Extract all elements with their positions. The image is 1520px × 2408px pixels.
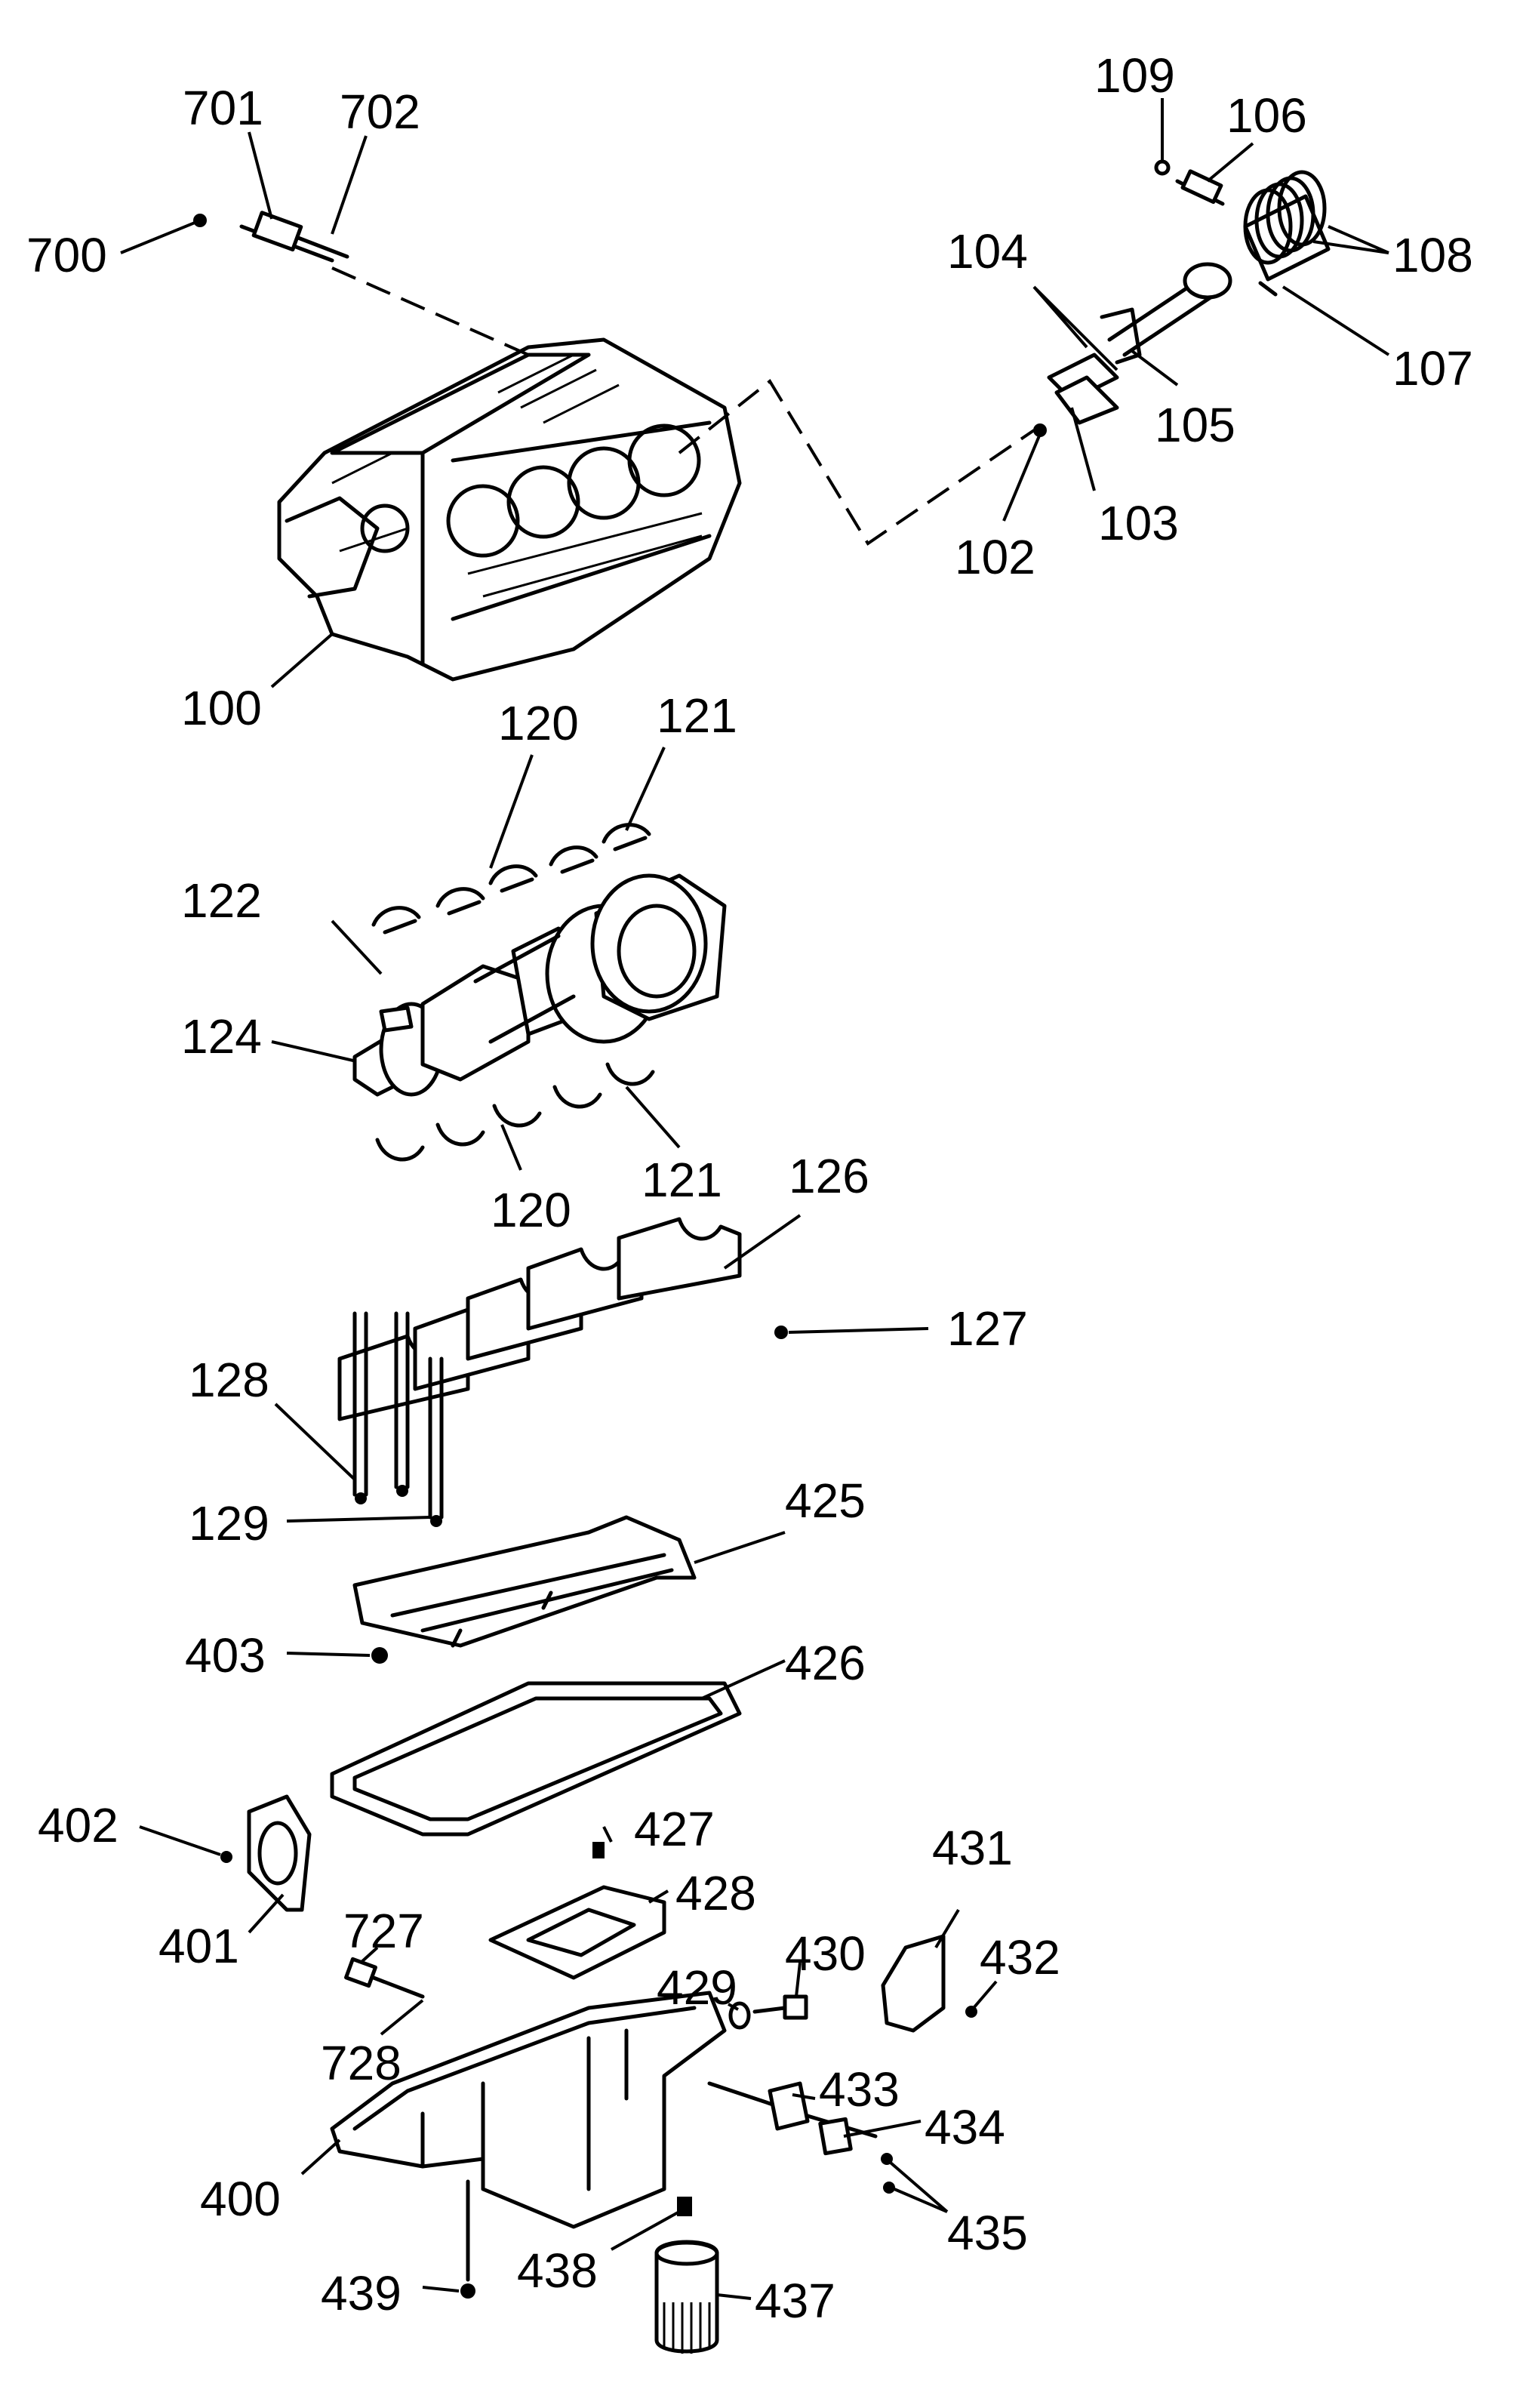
oil-pan-plug (728, 1994, 808, 2030)
label-701: 701 (183, 81, 263, 135)
bearing-cap-bolts (352, 1311, 444, 1527)
label-108: 108 (1392, 228, 1473, 282)
label-439: 439 (321, 2266, 402, 2320)
label-428: 428 (675, 1866, 756, 1920)
label-120-upper: 120 (498, 696, 579, 750)
engine-block (277, 337, 742, 682)
label-728: 728 (321, 2036, 402, 2090)
label-437: 437 (755, 2274, 835, 2328)
label-124: 124 (181, 1009, 262, 1064)
oil-pan-gasket (330, 1681, 742, 1837)
crankshaft (352, 873, 727, 1097)
label-128: 128 (189, 1353, 269, 1407)
drain-plug (460, 2179, 475, 2299)
label-103: 103 (1098, 496, 1179, 550)
label-109: 109 (1094, 48, 1175, 103)
label-102: 102 (955, 530, 1035, 584)
oil-level-indicator-tube (193, 211, 349, 263)
label-100: 100 (181, 681, 262, 735)
label-121-upper: 121 (657, 688, 737, 743)
label-129: 129 (189, 1496, 269, 1550)
main-bearings-upper (371, 823, 651, 935)
label-426: 426 (785, 1636, 866, 1690)
label-433: 433 (819, 2062, 900, 2117)
label-435: 435 (947, 2206, 1028, 2260)
label-122: 122 (181, 873, 262, 928)
label-105: 105 (1155, 398, 1235, 452)
label-425: 425 (785, 1473, 866, 1528)
oil-level-sensor (344, 1957, 425, 1999)
oil-filter (654, 2197, 719, 2354)
label-401: 401 (158, 1919, 239, 1973)
label-430: 430 (785, 1926, 866, 1981)
bearing-caps (337, 1217, 788, 1421)
label-107: 107 (1392, 341, 1473, 396)
dashed-line-oil-tube (331, 266, 529, 356)
label-121-lower: 121 (642, 1153, 722, 1207)
oil-pan-baffle (488, 1842, 666, 1980)
main-bearings-lower (375, 1062, 655, 1162)
label-429: 429 (657, 1960, 737, 2015)
label-431: 431 (932, 1821, 1013, 1875)
windage-tray (352, 1515, 697, 1648)
label-126: 126 (789, 1149, 869, 1203)
label-438: 438 (517, 2243, 598, 2298)
label-427: 427 (634, 1802, 715, 1856)
oil-pan-shield (881, 1934, 977, 2033)
label-400: 400 (200, 2172, 281, 2226)
label-106: 106 (1226, 88, 1307, 143)
label-700: 700 (26, 228, 107, 282)
bolt-403 (371, 1647, 388, 1664)
part-number-labels: 700 701 702 109 106 108 107 104 105 103 … (26, 48, 1473, 2328)
label-434: 434 (925, 2100, 1005, 2154)
label-104: 104 (947, 224, 1028, 279)
label-127: 127 (947, 1301, 1028, 1356)
label-432: 432 (980, 1930, 1060, 1985)
dashed-line-piston (678, 379, 1035, 546)
label-120-lower: 120 (491, 1183, 571, 1237)
leader-lines (120, 98, 1390, 2300)
label-702: 702 (340, 85, 420, 139)
label-727: 727 (343, 1904, 424, 1958)
piston-connecting-rod (1033, 159, 1331, 437)
front-cover (220, 1794, 312, 1912)
label-402: 402 (38, 1798, 118, 1852)
oil-pan (330, 1991, 727, 2229)
label-403: 403 (185, 1628, 266, 1683)
